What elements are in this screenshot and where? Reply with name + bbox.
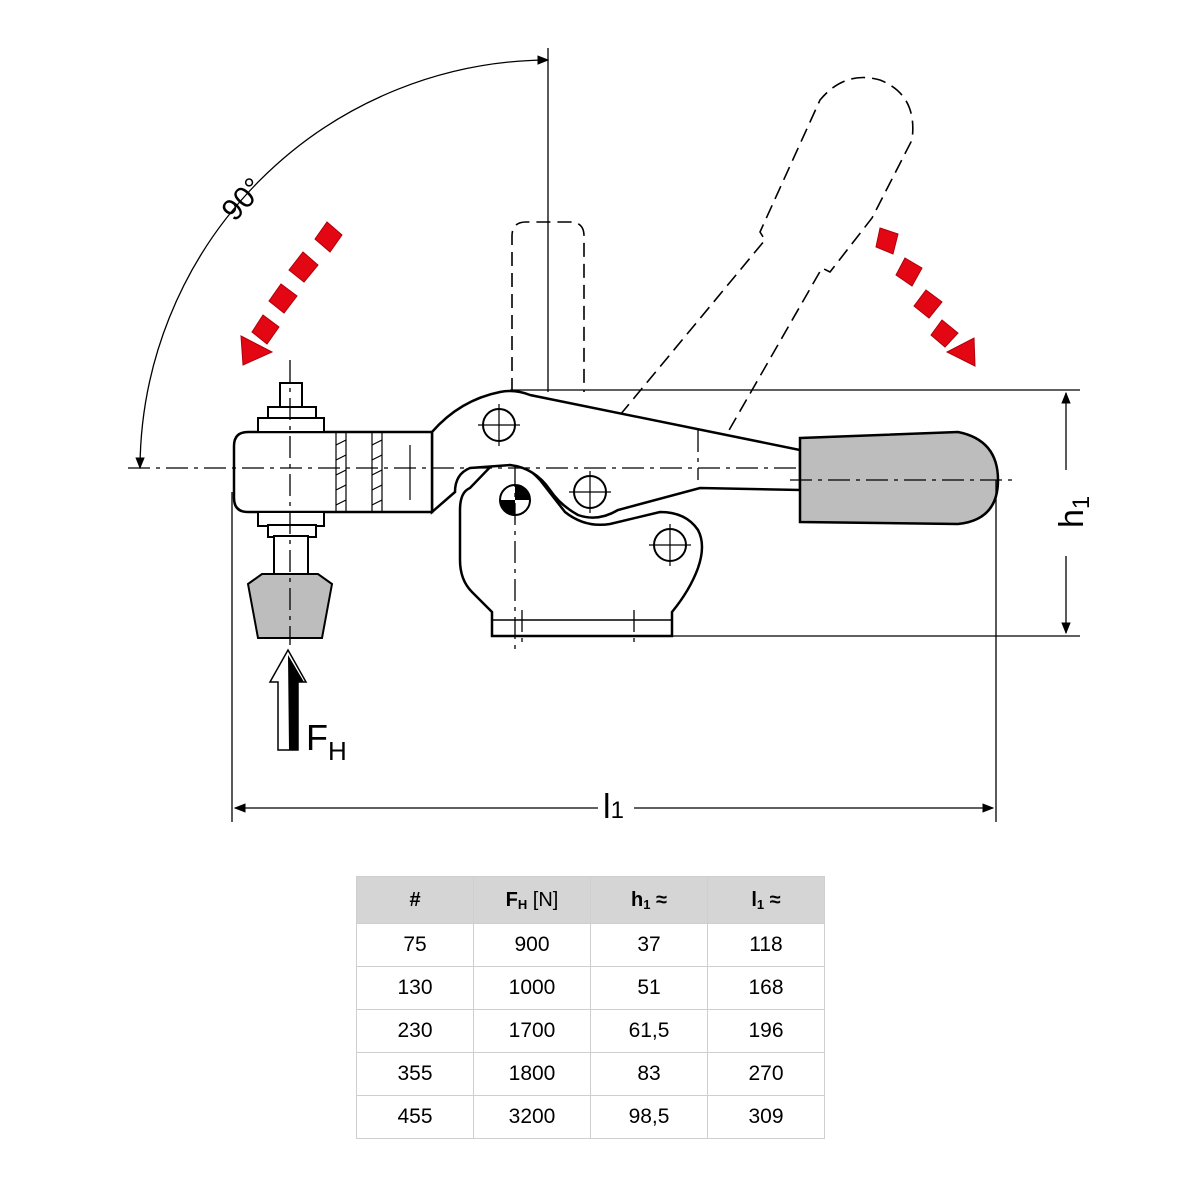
table-cell: 196 bbox=[707, 1009, 825, 1053]
inclined-handle-outline bbox=[619, 76, 914, 433]
angle-arc bbox=[135, 55, 550, 470]
column-header: h1 ≈ bbox=[590, 876, 708, 924]
column-header: l1 ≈ bbox=[707, 876, 825, 924]
angle-label: 90° bbox=[216, 172, 271, 228]
length-label: l1 bbox=[603, 788, 624, 826]
table-cell: 83 bbox=[590, 1052, 708, 1096]
table-cell: 98,5 bbox=[590, 1095, 708, 1139]
column-header: # bbox=[356, 876, 474, 924]
arm-hatching bbox=[335, 432, 411, 512]
height-label: h1 bbox=[1053, 496, 1095, 528]
clamp-lever bbox=[430, 389, 802, 519]
handle-grip bbox=[798, 430, 1000, 526]
table-cell: 51 bbox=[590, 966, 708, 1010]
table-cell: 168 bbox=[707, 966, 825, 1010]
table-cell: 3200 bbox=[473, 1095, 591, 1139]
table-header-row: # FH [N] h1 ≈ l1 ≈ bbox=[356, 876, 825, 924]
pivot-cross-lines bbox=[478, 404, 691, 566]
clamp-arm bbox=[232, 430, 434, 514]
table-cell: 355 bbox=[356, 1052, 474, 1096]
dimension-table: # FH [N] h1 ≈ l1 ≈ 75 900 37 118 130 100… bbox=[356, 876, 825, 1139]
upright-handle-outline bbox=[511, 221, 585, 392]
table-cell: 37 bbox=[590, 923, 708, 967]
table-cell: 130 bbox=[356, 966, 474, 1010]
table-cell: 455 bbox=[356, 1095, 474, 1139]
table-cell: 1700 bbox=[473, 1009, 591, 1053]
table-cell: 270 bbox=[707, 1052, 825, 1096]
table-row: 230 1700 61,5 196 bbox=[356, 1009, 825, 1053]
table-row: 130 1000 51 168 bbox=[356, 966, 825, 1010]
swing-arrow-right bbox=[875, 227, 976, 367]
swing-arrow-left bbox=[240, 221, 343, 366]
table-row: 355 1800 83 270 bbox=[356, 1052, 825, 1096]
table-row: 75 900 37 118 bbox=[356, 923, 825, 967]
column-header: FH [N] bbox=[473, 876, 591, 924]
table-row: 455 3200 98,5 309 bbox=[356, 1095, 825, 1139]
force-label: FH bbox=[306, 717, 347, 766]
table-cell: 75 bbox=[356, 923, 474, 967]
toggle-clamp-drawing: 90° bbox=[128, 48, 1095, 826]
table-cell: 230 bbox=[356, 1009, 474, 1053]
spindle-nuts bbox=[257, 382, 325, 575]
table-cell: 900 bbox=[473, 923, 591, 967]
table-cell: 61,5 bbox=[590, 1009, 708, 1053]
table-cell: 118 bbox=[707, 923, 825, 967]
length-dimension bbox=[231, 480, 997, 822]
table-cell: 1000 bbox=[473, 966, 591, 1010]
table-cell: 1800 bbox=[473, 1052, 591, 1096]
table-cell: 309 bbox=[707, 1095, 825, 1139]
center-lines bbox=[128, 360, 1012, 650]
force-arrow-icon bbox=[268, 648, 308, 751]
height-dimension bbox=[510, 389, 1080, 637]
